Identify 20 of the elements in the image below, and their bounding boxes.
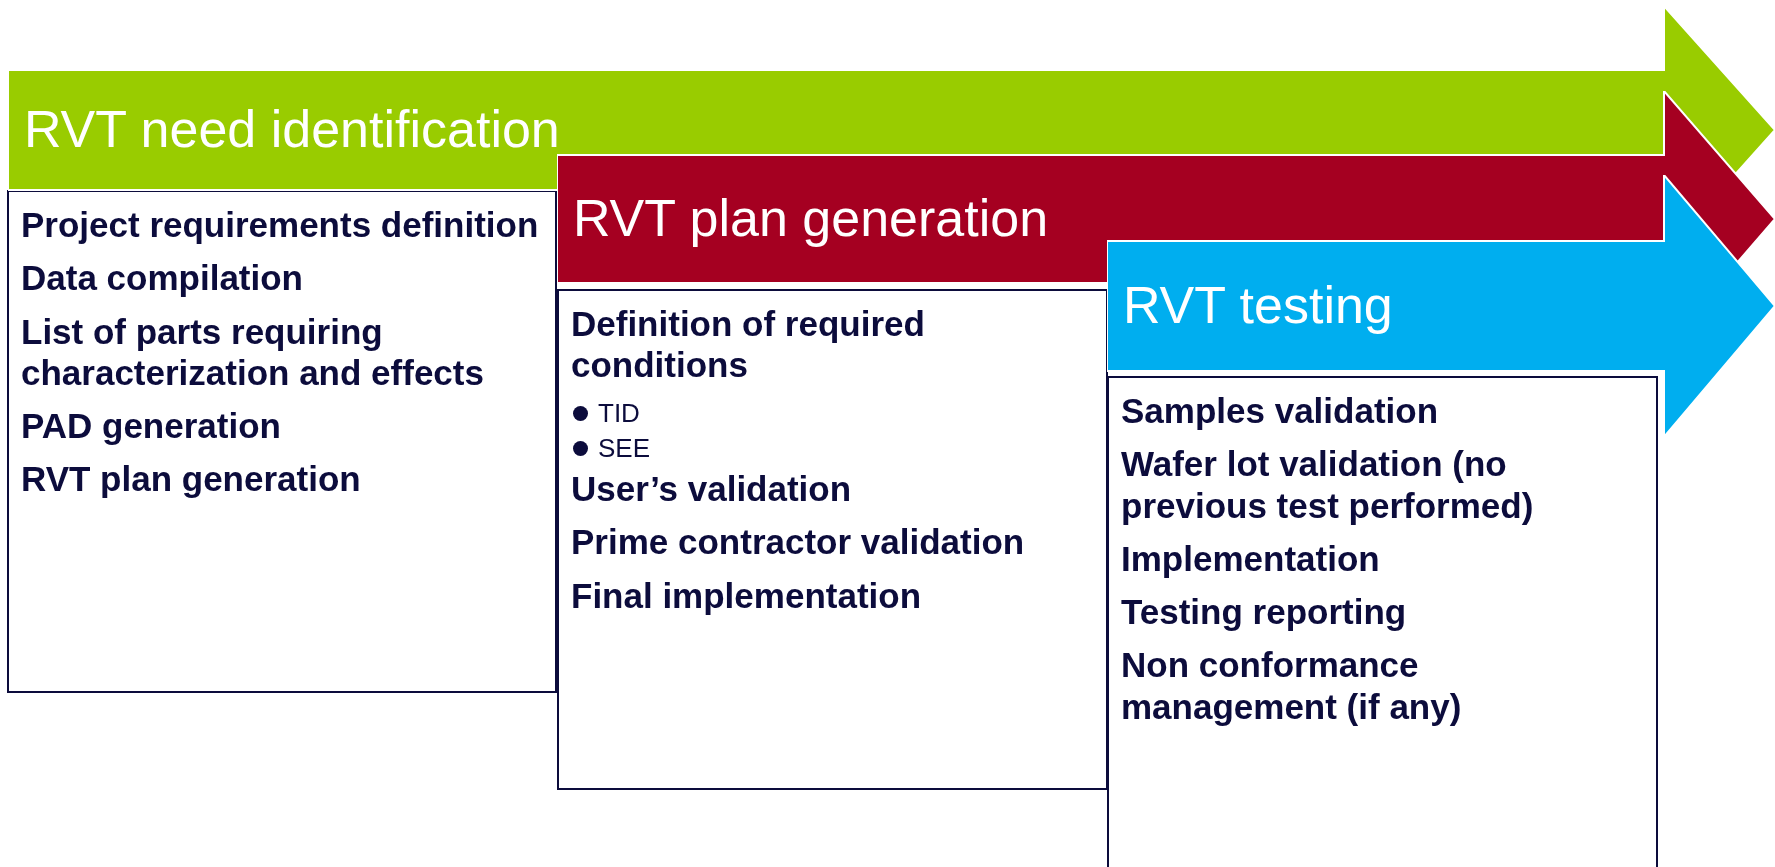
step-box [557,289,1108,790]
list-item: RVT plan generation [21,458,362,500]
stage-title: RVT need identification [24,103,560,155]
list-item: Implementation [1121,537,1381,580]
list-item: PAD generation [21,405,282,447]
list-item: Non conformance management (if any) [1121,644,1463,728]
list-item: List of parts requiring characterization and effects [21,310,485,394]
step-box [1107,376,1658,867]
list-item: User’s validation [571,467,853,510]
list-item: Project requirements definition [21,204,540,246]
bullet-item: TID [598,397,640,429]
list-item: Prime contractor validation [571,521,1026,563]
list-item: Testing reporting [1121,591,1408,633]
list-item: Definition of required conditions [571,303,926,386]
list-item: Wafer lot validation (no previous test performed) [1121,443,1535,526]
step-box [7,190,557,693]
bullet-item: SEE [598,432,651,464]
list-item: Samples validation [1121,390,1440,432]
list-item: Final implementation [571,574,923,616]
list-item: Data compilation [21,257,304,299]
